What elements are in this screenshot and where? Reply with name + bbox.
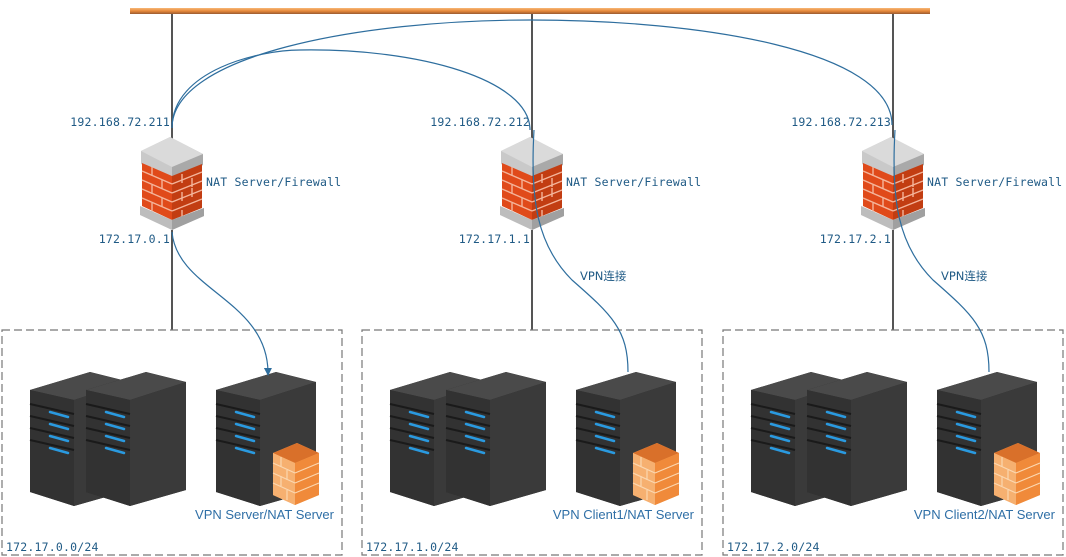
server-icon: [444, 370, 548, 508]
subnet-label: 172.17.0.0/24: [6, 540, 99, 554]
lan-ip-label: 172.17.2.1: [820, 232, 891, 246]
wan-ip-label: 192.168.72.212: [430, 115, 530, 129]
firewall-icon: [499, 136, 565, 231]
firewall-icon: [139, 136, 205, 231]
small-firewall-icon: [632, 442, 680, 506]
small-firewall-icon: [993, 442, 1041, 506]
vpn-tunnel-arc-211-213: [171, 19, 893, 129]
vpn-node-label: VPN Client2/NAT Server: [914, 507, 1056, 522]
firewall-label: NAT Server/Firewall: [566, 175, 701, 189]
subnet-label: 172.17.1.0/24: [366, 540, 459, 554]
vpn-link-arrow: [171, 231, 272, 376]
firewall-label: NAT Server/Firewall: [927, 175, 1062, 189]
lan-ip-label: 172.17.0.1: [99, 232, 170, 246]
vpn-connection-label: VPN连接: [580, 269, 627, 283]
vpn-link: [532, 129, 629, 373]
subnet-box: [361, 329, 703, 556]
wan-ip-label: 192.168.72.213: [791, 115, 891, 129]
vpn-node-label: VPN Client1/NAT Server: [553, 507, 695, 522]
server-icon: [805, 370, 909, 508]
vpn-tunnel-arc-211-212: [171, 49, 531, 131]
network-backbone: [130, 8, 930, 14]
firewall-label: NAT Server/Firewall: [206, 175, 341, 189]
subnet-box: [722, 329, 1064, 556]
lan-ip-label: 172.17.1.1: [459, 232, 530, 246]
vpn-node-label: VPN Server/NAT Server: [195, 507, 335, 522]
wan-ip-label: 192.168.72.211: [70, 115, 170, 129]
firewall-icon: [860, 136, 926, 231]
server-icon: [84, 370, 188, 508]
vpn-link: [893, 129, 990, 373]
subnet-box: [1, 329, 343, 556]
vpn-connection-label: VPN连接: [941, 269, 988, 283]
small-firewall-icon: [272, 442, 320, 506]
subnet-label: 172.17.2.0/24: [727, 540, 820, 554]
